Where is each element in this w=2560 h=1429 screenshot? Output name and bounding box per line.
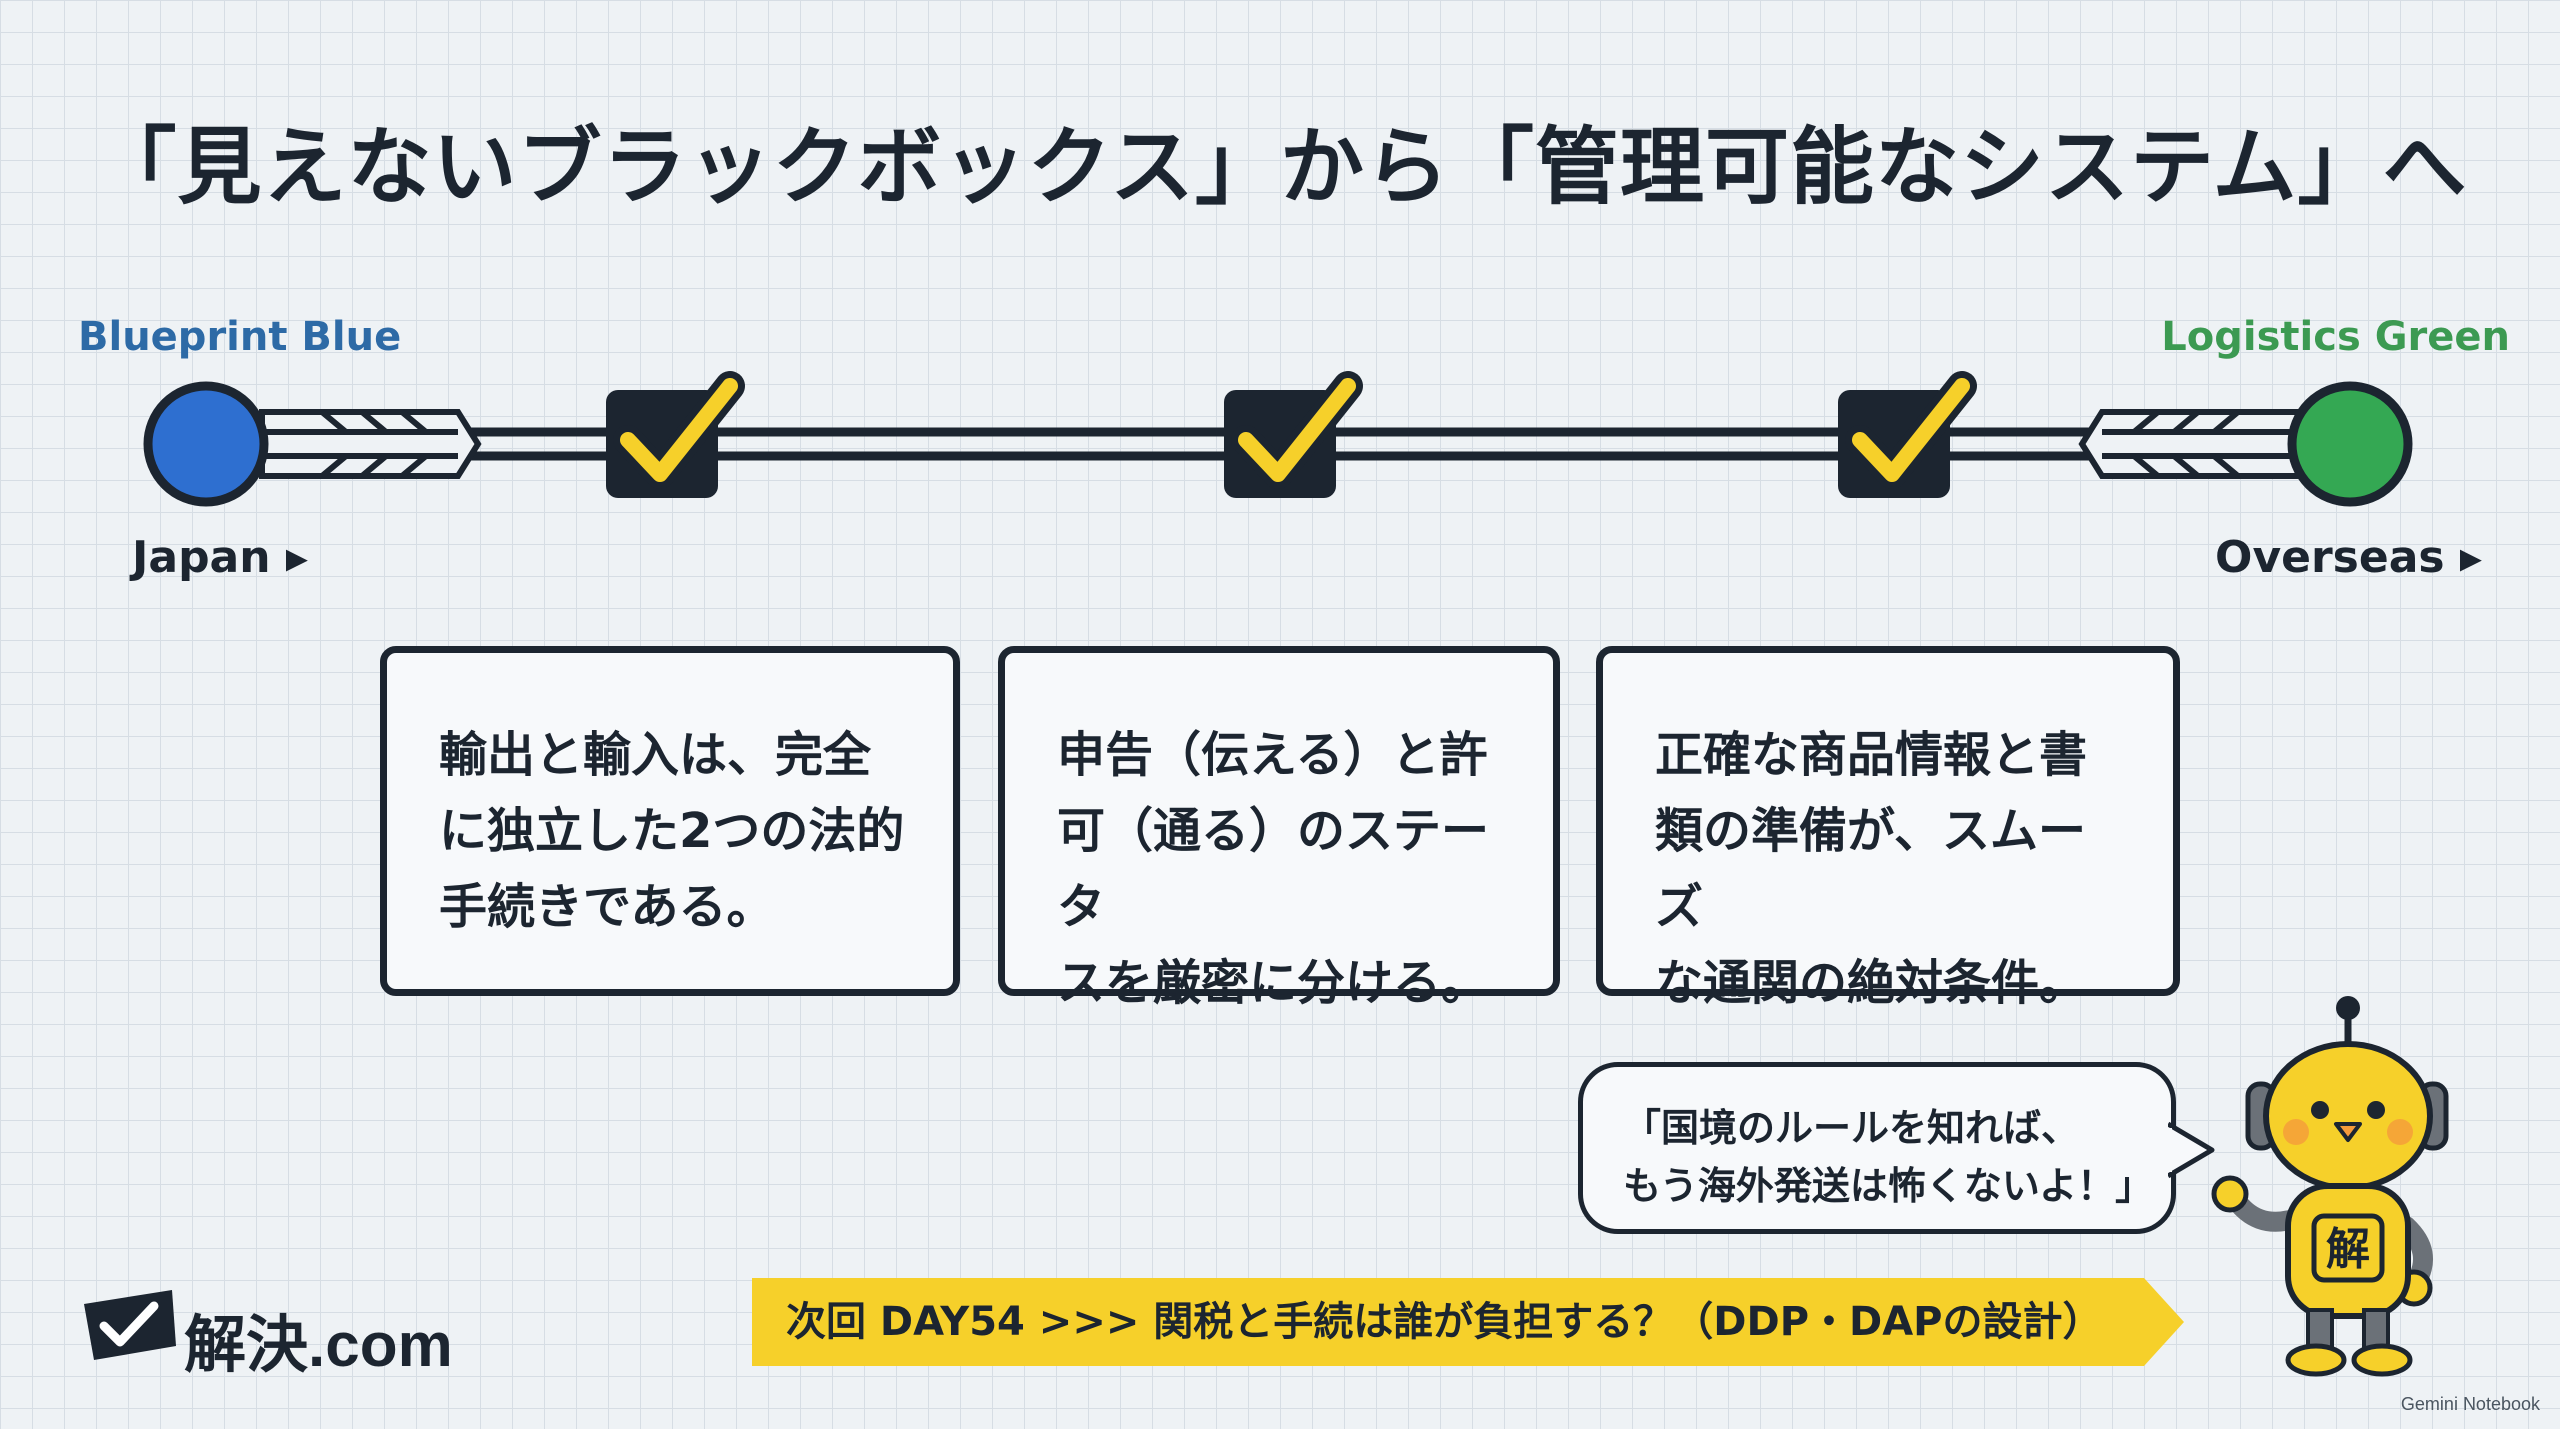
- card-line: 類の準備が、スムーズ: [1655, 803, 2087, 935]
- start-location-label: Japan ▸: [132, 532, 308, 583]
- watermark: Gemini Notebook: [2400, 1394, 2540, 1414]
- card-line: な通関の絶対条件。: [1655, 955, 2088, 1011]
- check-flag-icon: [84, 1290, 176, 1360]
- speech-bubble-tail: [2168, 1121, 2215, 1179]
- card-line: に独立した2つの法的: [439, 803, 905, 859]
- card-line: 輸出と輸入は、完全: [439, 727, 872, 783]
- end-color-label: Logistics Green: [2161, 314, 2510, 360]
- speech-bubble: 「国境のルールを知れば、 もう海外発送は怖くないよ！」: [1578, 1062, 2176, 1234]
- site-logo[interactable]: [80, 1288, 460, 1378]
- right-arrow-fletching: [2078, 409, 2301, 479]
- card-line: スを厳密に分ける。: [1057, 955, 1490, 1011]
- next-episode-banner[interactable]: 次回 DAY54 >>> 関税と手続は誰が負担する？（DDP・DAPの設計）: [752, 1278, 2184, 1366]
- start-color-label: Blueprint Blue: [78, 314, 402, 360]
- mascot-badge: 解: [2326, 1224, 2370, 1275]
- card-line: 申告（伝える）と許: [1057, 727, 1488, 783]
- logo-text: 解決.com: [184, 1311, 453, 1380]
- checkmark-icon: [1231, 371, 1363, 489]
- checkmark-icon: [1845, 371, 1977, 489]
- checkpoint-3: [1838, 371, 1977, 498]
- robot-chick-mascot: 解: [2211, 996, 2449, 1377]
- speech-line: 「国境のルールを知れば、: [1623, 1106, 2080, 1150]
- checkpoint-1: [606, 371, 745, 498]
- card-line: 手続きである。: [439, 879, 775, 935]
- checkmark-icon: [613, 371, 745, 489]
- speech-line: もう海外発送は怖くないよ！」: [1623, 1164, 2154, 1208]
- card-line: 正確な商品情報と書: [1655, 727, 2088, 783]
- checkpoint-2: [1224, 371, 1363, 498]
- info-card-3: 正確な商品情報と書 類の準備が、スムーズ な通関の絶対条件。: [1596, 646, 2180, 1011]
- end-location-label: Overseas ▸: [2215, 532, 2482, 583]
- start-node: [143, 381, 269, 507]
- info-card-1: 輸出と輸入は、完全 に独立した2つの法的 手続きである。: [380, 646, 960, 996]
- end-node: [2287, 381, 2413, 507]
- card-line: 可（通る）のステータ: [1057, 803, 1490, 935]
- left-arrow-fletching: [259, 409, 482, 479]
- page-title: 「見えないブラックボックス」から「管理可能なシステム」へ: [92, 118, 2468, 216]
- info-card-2: 申告（伝える）と許 可（通る）のステータ スを厳密に分ける。: [998, 646, 1560, 1011]
